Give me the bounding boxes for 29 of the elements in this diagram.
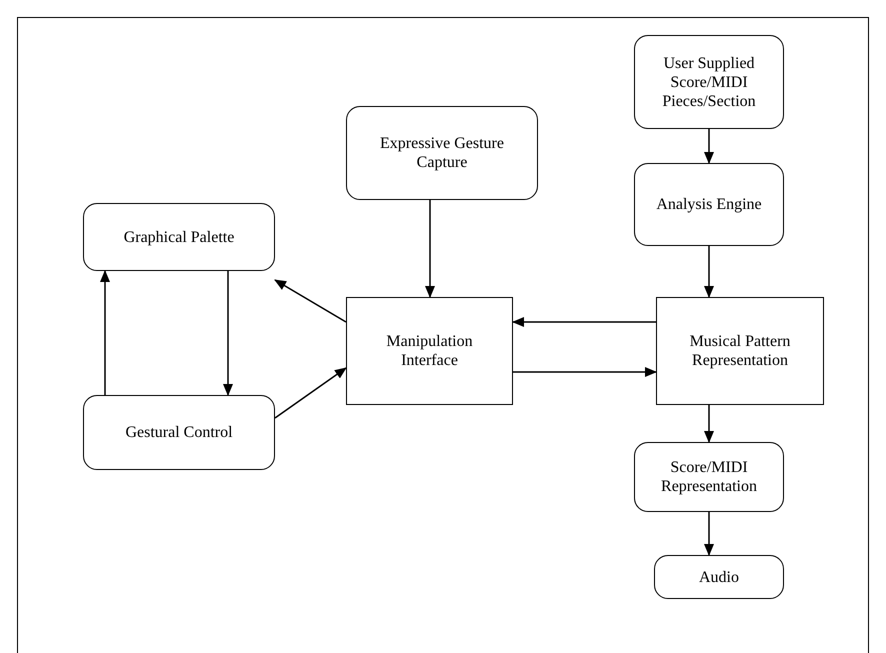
rounded-box (654, 555, 784, 599)
arrow (704, 246, 714, 298)
node-label: Analysis Engine (656, 195, 762, 214)
rounded-box (634, 163, 784, 246)
process-box (346, 297, 513, 405)
rounded-box (634, 35, 784, 129)
arrow (274, 367, 347, 419)
arrow (512, 317, 656, 327)
node-label: User Supplied Score/MIDI Pieces/Section (661, 54, 757, 110)
arrow (223, 271, 233, 396)
node-label: Expressive Gesture Capture (379, 134, 505, 172)
arrow (704, 405, 714, 443)
node-label: Musical Pattern Representation (688, 332, 792, 370)
node-label: Audio (699, 568, 739, 586)
process-box (656, 297, 824, 405)
arrow (704, 129, 714, 164)
node-label: Score/MIDI Representation (660, 458, 758, 496)
arrow (100, 270, 110, 395)
arrow (704, 512, 714, 556)
arrow (274, 279, 346, 323)
rounded-box (83, 395, 275, 470)
node-label: Manipulation Interface (385, 332, 474, 370)
node-label: Graphical Palette (124, 228, 234, 246)
rounded-box (634, 442, 784, 512)
arrow (425, 200, 435, 298)
arrow (513, 367, 657, 377)
rounded-box (346, 106, 538, 200)
node-label: Gestural Control (125, 423, 233, 442)
rounded-box (83, 203, 275, 271)
